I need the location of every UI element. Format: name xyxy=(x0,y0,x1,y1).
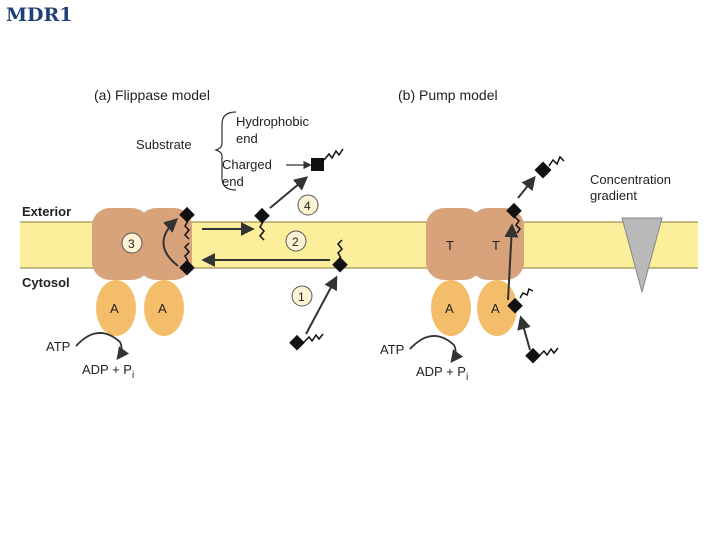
adp-label-a: ADP + Pi xyxy=(82,362,134,381)
hydrophobic-label-1: Hydrophobic xyxy=(236,114,309,129)
step-3-number: 3 xyxy=(128,237,135,251)
legend-substrate-tail xyxy=(323,148,344,161)
atp-arrow-b xyxy=(409,335,464,364)
gradient-wedge xyxy=(621,217,663,294)
atpase-domain-2 xyxy=(144,280,184,336)
substrate-cytosolic-a xyxy=(289,334,305,351)
substrate-outer-leaflet xyxy=(254,207,270,224)
charged-label-1: Charged xyxy=(222,157,272,172)
transmembrane-domain-2 xyxy=(138,208,192,280)
pump-substrate-cytosolic-tail xyxy=(538,347,559,357)
substrate-brace xyxy=(214,111,237,191)
release-arrow xyxy=(269,176,309,209)
charged-label-2: end xyxy=(222,174,244,189)
substrate-label: Substrate xyxy=(136,137,192,152)
slide-title: MDR1 xyxy=(6,4,73,26)
concentration-label-1: Concentration xyxy=(590,172,671,187)
subunit-t-label-2: T xyxy=(492,238,500,253)
step-1-number: 1 xyxy=(298,290,305,304)
subunit-a-label-2: A xyxy=(158,301,167,316)
step-2-badge xyxy=(285,230,307,252)
adp-label-b: ADP + Pi xyxy=(416,364,468,383)
pump-substrate-bound xyxy=(507,297,523,314)
cytosol-label: Cytosol xyxy=(22,275,70,290)
pump-substrate-cytosolic xyxy=(525,347,541,364)
entry-arrow xyxy=(305,275,338,335)
atp-label-b: ATP xyxy=(380,342,404,357)
pump-entry-arrow xyxy=(517,315,531,351)
substrate-cytosol-tail xyxy=(183,242,191,262)
substrate-exterior-tail xyxy=(183,220,191,240)
atp-label-a: ATP xyxy=(46,339,70,354)
pump-atpase-1 xyxy=(431,280,471,336)
pump-substrate-exit xyxy=(506,202,522,219)
subunit-a-label-1: A xyxy=(110,301,119,316)
pump-substrate-exit-tail xyxy=(514,216,521,234)
concentration-label-2: gradient xyxy=(590,188,637,203)
pump-atpase-2 xyxy=(477,280,517,336)
pump-release-arrow xyxy=(517,175,536,199)
pump-transmembrane-1 xyxy=(426,208,482,280)
pump-transport-arrow xyxy=(504,223,519,301)
pump-substrate-released xyxy=(534,161,552,179)
panel-a-label: (a) Flippase model xyxy=(94,87,210,103)
substrate-inner-leaflet xyxy=(332,256,348,273)
pump-substrate-bound-tail xyxy=(519,287,534,299)
pump-substrate-released-tail xyxy=(548,155,565,167)
atpase-domain-1 xyxy=(96,280,136,336)
step-1-badge xyxy=(291,285,313,307)
step-3-badge xyxy=(121,232,143,254)
substrate-inner-leaflet-tail xyxy=(336,239,344,259)
hydrophobic-label-2: end xyxy=(236,131,258,146)
exterior-label: Exterior xyxy=(22,204,71,219)
atp-arrow-a xyxy=(75,332,130,361)
substrate-outer-leaflet-tail xyxy=(258,221,266,241)
step-2-number: 2 xyxy=(292,235,299,249)
subunit-a-label-3: A xyxy=(445,301,454,316)
flip-arrow xyxy=(162,218,179,267)
step-4-badge xyxy=(297,194,319,216)
step-4-number: 4 xyxy=(304,199,311,213)
subunit-a-label-4: A xyxy=(491,301,500,316)
panel-b-label: (b) Pump model xyxy=(398,87,498,103)
legend-substrate-head xyxy=(311,158,324,171)
substrate-cytosolic-a-tail xyxy=(303,333,324,343)
substrate-exterior-pose xyxy=(179,206,195,223)
substrate-cytosol-pose xyxy=(179,259,195,276)
transmembrane-domain-1 xyxy=(92,208,150,280)
subunit-t-label-1: T xyxy=(446,238,454,253)
